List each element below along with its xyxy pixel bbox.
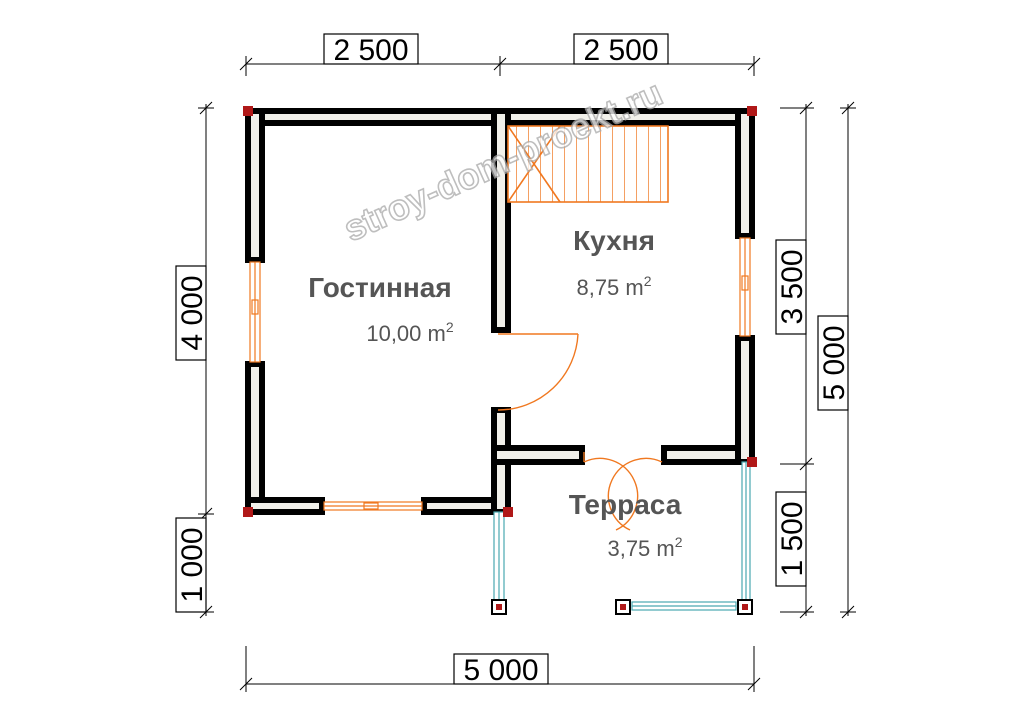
dim-left-porch: 1 000: [176, 527, 209, 602]
corner-posts: [243, 106, 757, 517]
dim-right-upper: 3 500: [776, 249, 809, 324]
dim-right-total: 5 000: [818, 325, 851, 400]
doors: [497, 333, 663, 531]
dim-top-left: 2 500: [333, 34, 408, 67]
room-terrace-name: Терраса: [569, 489, 682, 520]
dim-bottom-total: 5 000: [463, 654, 538, 687]
walls: [245, 108, 755, 515]
room-kitchen-name: Кухня: [573, 225, 655, 256]
stairs: [507, 125, 669, 203]
room-kitchen-area: 8,75 m2: [576, 273, 651, 300]
dim-left-main: 4 000: [176, 275, 209, 350]
terrace-post-cores: [496, 604, 748, 610]
dim-right-lower: 1 500: [776, 501, 809, 576]
room-terrace-area: 3,75 m2: [607, 534, 682, 561]
windows: [249, 237, 751, 511]
dim-top-right: 2 500: [583, 34, 658, 67]
dimension-boxes: [175, 33, 849, 685]
room-living-name: Гостинная: [308, 272, 451, 303]
room-living-area: 10,00 m2: [366, 319, 454, 346]
